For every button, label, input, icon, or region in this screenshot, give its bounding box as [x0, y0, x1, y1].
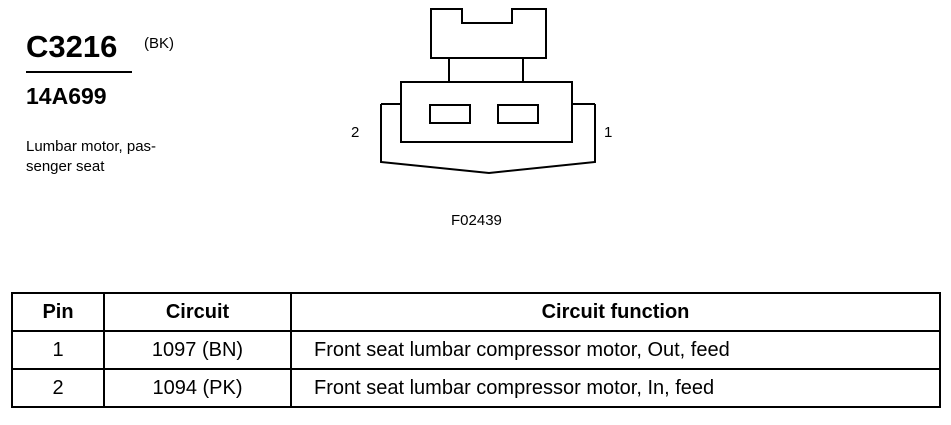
cell-pin: 2 [11, 368, 105, 408]
pin-cavity-2 [429, 104, 471, 124]
table-row: 1 1097 (BN) Front seat lumbar compressor… [11, 330, 941, 370]
header-pin: Pin [11, 292, 105, 332]
header-function: Circuit function [290, 292, 941, 332]
connector-body [400, 81, 573, 143]
cell-function: Front seat lumbar compressor motor, Out,… [290, 330, 941, 370]
connector-color: (BK) [144, 35, 174, 52]
connector-description: Lumbar motor, pas-senger seat [26, 137, 191, 177]
part-number: 14A699 [26, 83, 107, 109]
cell-circuit: 1097 (BN) [103, 330, 292, 370]
cell-pin: 1 [11, 330, 105, 370]
connector-latch [430, 8, 547, 59]
connector-id: C3216 [26, 29, 118, 64]
table-row: 2 1094 (PK) Front seat lumbar compressor… [11, 368, 941, 408]
cell-circuit: 1094 (PK) [103, 368, 292, 408]
pin-table: Pin Circuit Circuit function 1 1097 (BN)… [11, 292, 941, 408]
table-header-row: Pin Circuit Circuit function [11, 292, 941, 332]
pin-label-2: 2 [351, 124, 360, 141]
description-line-1: Lumbar motor, pas- [26, 138, 157, 155]
pin-label-1: 1 [604, 124, 613, 141]
connector-face-diagram [380, 8, 596, 175]
header-divider [26, 71, 132, 73]
header-circuit: Circuit [103, 292, 292, 332]
figure-id: F02439 [451, 212, 502, 229]
pin-cavity-1 [497, 104, 539, 124]
description-line-2: senger seat [26, 158, 105, 175]
cell-function: Front seat lumbar compressor motor, In, … [290, 368, 941, 408]
connector-shroud [380, 103, 596, 175]
